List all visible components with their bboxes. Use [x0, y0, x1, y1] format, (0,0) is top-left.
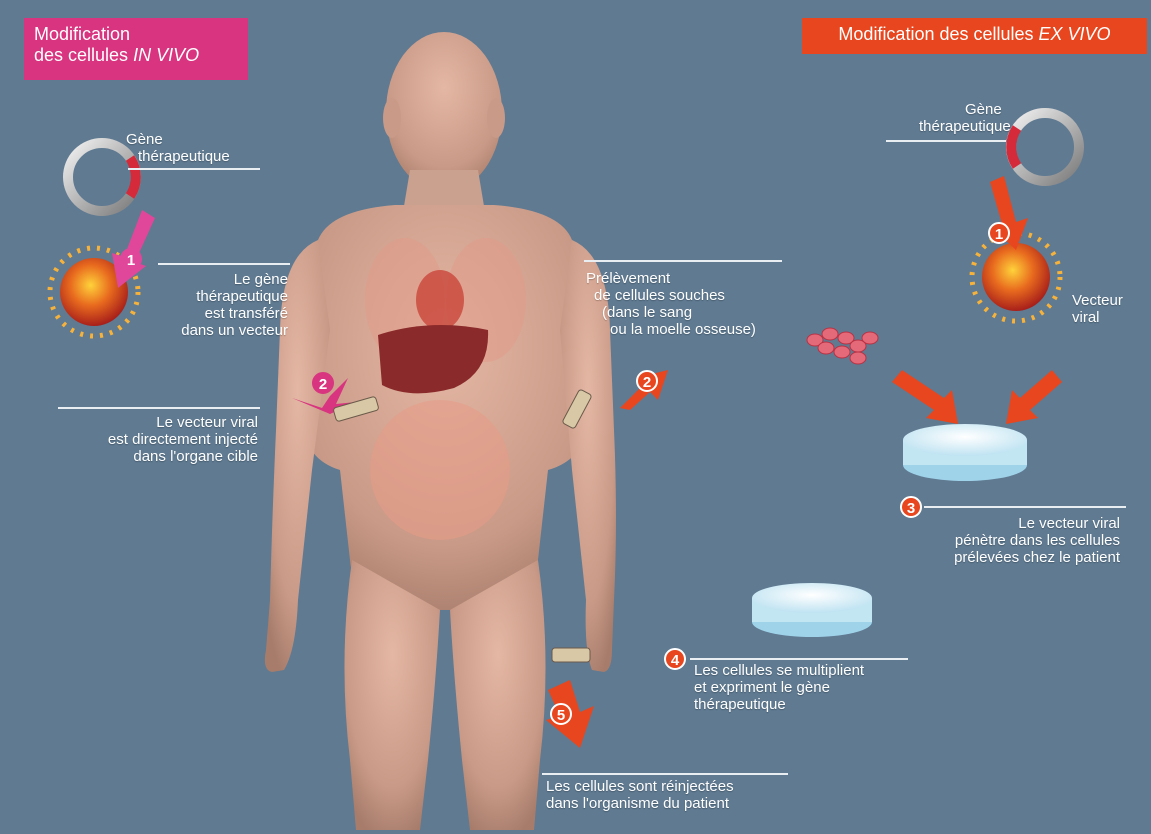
ex-vivo-step5-line1: Les cellules sont réinjectées	[546, 778, 734, 795]
ex-vivo-vector-label-line1: Vecteur	[1072, 292, 1123, 309]
ex-vivo-gene-rule	[886, 140, 1006, 142]
in-vivo-banner-line1: Modification	[34, 24, 238, 45]
ex-vivo-gene-label-line2: thérapeutique	[885, 118, 1011, 135]
in-vivo-banner-line2: des cellules IN VIVO	[34, 45, 238, 66]
in-vivo-step1-line1: Le gène	[158, 271, 288, 288]
ex-vivo-step5-badge: 5	[550, 703, 572, 725]
in-vivo-step1-rule	[158, 263, 290, 265]
ex-vivo-step2-rule	[584, 260, 782, 262]
ex-vivo-banner-em: EX VIVO	[1039, 24, 1111, 44]
ex-vivo-step4-rule	[690, 658, 908, 660]
in-vivo-step2-line1: Le vecteur viral	[58, 414, 258, 431]
ex-vivo-vector-label-line2: viral	[1072, 309, 1123, 326]
ex-vivo-step3-line3: prélevées chez le patient	[900, 549, 1120, 566]
ex-vivo-step2-badge: 2	[636, 370, 658, 392]
ex-vivo-step2-line1: Prélèvement	[586, 270, 756, 287]
in-vivo-step2-badge: 2	[312, 372, 334, 394]
ex-vivo-step3-text: Le vecteur viral pénètre dans les cellul…	[900, 515, 1120, 566]
petri-dish-icon	[903, 424, 1027, 481]
ex-vivo-step4-line1: Les cellules se multiplient	[694, 662, 864, 679]
ex-vivo-step4-line2: et expriment le gène	[694, 679, 864, 696]
in-vivo-gene-label: Gène thérapeutique	[124, 131, 230, 165]
in-vivo-step1-line4: dans un vecteur	[158, 322, 288, 339]
in-vivo-step2-rule	[58, 407, 260, 409]
ex-vivo-step3-rule	[924, 506, 1126, 508]
petri-dish-icon	[752, 583, 872, 637]
ex-vivo-gene-label: Gène thérapeutique	[885, 101, 1011, 135]
ex-vivo-step2-line3: (dans le sang	[586, 304, 756, 321]
in-vivo-gene-rule	[128, 168, 260, 170]
ex-vivo-step2-line4: ou la moelle osseuse)	[586, 321, 756, 338]
in-vivo-step1-badge: 1	[120, 248, 142, 270]
ex-vivo-vector-label: Vecteur viral	[1072, 292, 1123, 326]
ex-vivo-step2-line2: de cellules souches	[586, 287, 756, 304]
in-vivo-banner: Modification des cellules IN VIVO	[24, 18, 248, 80]
step-3-arrow-left	[892, 370, 958, 424]
in-vivo-step1-line2: thérapeutique	[158, 288, 288, 305]
cells-cluster-icon	[807, 328, 878, 364]
ex-vivo-gene-label-line1: Gène	[885, 101, 1011, 118]
ex-vivo-step3-line2: pénètre dans les cellules	[900, 532, 1120, 549]
in-vivo-step2-line3: dans l'organe cible	[58, 448, 258, 465]
syringe-icon	[552, 648, 590, 662]
ex-vivo-step5-text: Les cellules sont réinjectées dans l'org…	[546, 778, 734, 812]
ex-vivo-banner-prefix: Modification des cellules	[838, 24, 1038, 44]
in-vivo-gene-label-line2: thérapeutique	[124, 148, 230, 165]
ex-vivo-step1-badge: 1	[988, 222, 1010, 244]
circular-gene-ring-icon	[1011, 113, 1079, 181]
in-vivo-step2-text: Le vecteur viral est directement injecté…	[58, 414, 258, 465]
ex-vivo-step5-rule	[542, 773, 788, 775]
step-3-arrow-right	[1006, 370, 1062, 424]
ex-vivo-banner: Modification des cellules EX VIVO	[802, 18, 1147, 54]
in-vivo-step2-line2: est directement injecté	[58, 431, 258, 448]
in-vivo-banner-em: IN VIVO	[133, 45, 199, 65]
in-vivo-gene-label-line1: Gène	[124, 131, 230, 148]
ex-vivo-step4-badge: 4	[664, 648, 686, 670]
in-vivo-step1-line3: est transféré	[158, 305, 288, 322]
ex-vivo-step4-line3: thérapeutique	[694, 696, 864, 713]
ex-vivo-step2-text: Prélèvement de cellules souches (dans le…	[586, 270, 756, 338]
in-vivo-banner-prefix: des cellules	[34, 45, 133, 65]
ex-vivo-step3-line1: Le vecteur viral	[900, 515, 1120, 532]
ex-vivo-step5-line2: dans l'organisme du patient	[546, 795, 734, 812]
ex-vivo-step4-text: Les cellules se multiplient et expriment…	[694, 662, 864, 713]
in-vivo-step1-text: Le gène thérapeutique est transféré dans…	[158, 271, 288, 339]
